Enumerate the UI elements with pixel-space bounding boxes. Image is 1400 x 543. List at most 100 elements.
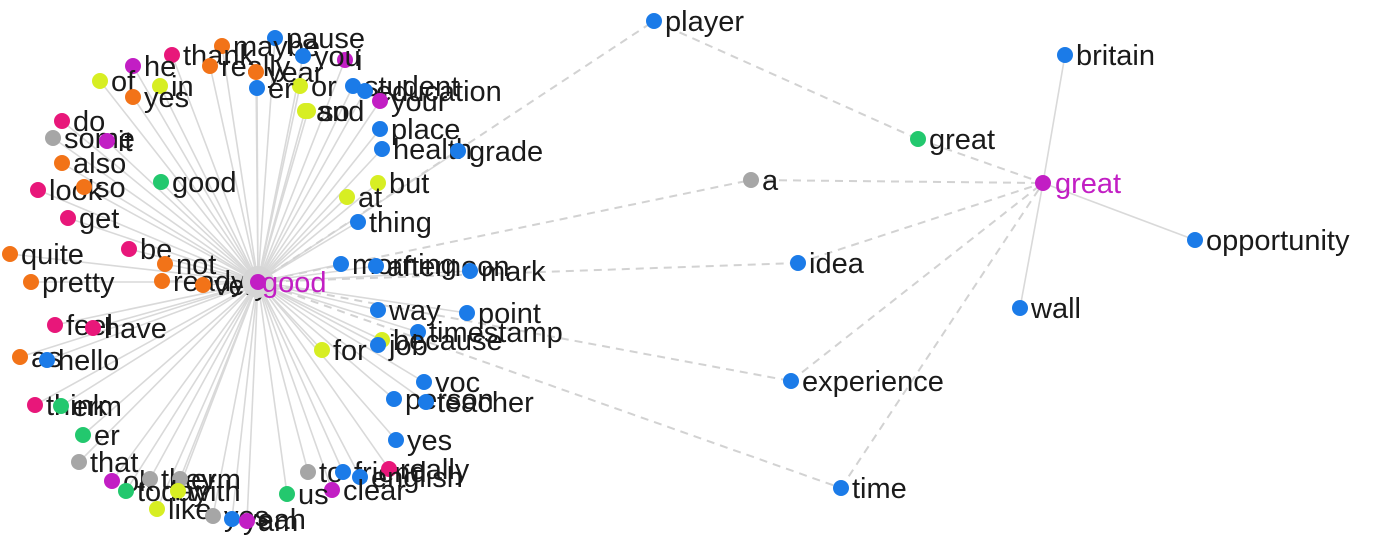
- word-node-thing: thing: [350, 207, 432, 239]
- node-dot: [292, 78, 308, 94]
- edge-good-today: [125, 281, 259, 492]
- node-label: in: [171, 71, 194, 103]
- edge-good-look: [37, 189, 259, 283]
- edge-good-job: [257, 281, 379, 346]
- node-dot: [790, 255, 806, 271]
- edge-experience-great_hub: [790, 182, 1044, 382]
- word-node-i: i: [337, 45, 362, 77]
- word-node-at: at: [339, 182, 382, 214]
- word-node-have: have: [85, 313, 167, 345]
- word-node-thank: thank: [164, 40, 254, 72]
- word-node-and: and: [297, 96, 364, 128]
- word-node-teacher: teacher: [418, 387, 534, 419]
- edge-good-some: [52, 137, 259, 283]
- node-label: because: [393, 325, 503, 357]
- word-node-pretty: pretty: [23, 267, 115, 299]
- word-node-voc: voc: [416, 367, 480, 399]
- edge-idea-great_hub: [797, 182, 1044, 264]
- node-dot: [125, 89, 141, 105]
- node-label: really: [400, 454, 470, 486]
- node-dot: [388, 432, 404, 448]
- edge-good-yes3: [212, 281, 259, 517]
- node-label: also: [73, 148, 126, 180]
- node-label: us: [298, 479, 329, 511]
- node-dot: [416, 374, 432, 390]
- hub-dot: [1035, 175, 1051, 191]
- word-node-britain: britain: [1057, 40, 1155, 72]
- word-node-timestamp: timestamp: [410, 317, 563, 349]
- edge-time-great_hub: [840, 182, 1044, 489]
- node-label: have: [104, 313, 167, 345]
- edge-good-timestamp: [257, 281, 419, 333]
- node-dot: [1057, 47, 1073, 63]
- node-dot: [54, 155, 70, 171]
- node-label: not: [176, 249, 216, 281]
- edge-good-with: [177, 281, 259, 492]
- node-label: voc: [435, 367, 480, 399]
- node-dot: [910, 131, 926, 147]
- edge-good-er2: [82, 281, 259, 436]
- hub-node-great_hub: great: [1035, 168, 1121, 200]
- edge-good-it: [106, 140, 259, 283]
- edge-good-friend: [257, 281, 344, 473]
- edge-great_hub-britain: [1042, 54, 1066, 184]
- word-node-year: year: [248, 57, 324, 89]
- edge-good-because: [257, 281, 383, 341]
- node-dot: [279, 486, 295, 502]
- node-dot: [214, 38, 230, 54]
- edge-good-ok: [111, 281, 259, 482]
- edge-good-like: [156, 281, 259, 510]
- edge-good-voc: [257, 281, 425, 383]
- node-label: point: [478, 298, 541, 330]
- node-label: thing: [369, 207, 432, 239]
- node-dot: [1012, 300, 1028, 316]
- node-dot: [372, 121, 388, 137]
- word-node-also: also: [54, 148, 126, 180]
- node-dot: [153, 174, 169, 190]
- node-dot: [335, 464, 351, 480]
- edge-good-have: [92, 281, 259, 329]
- edge-good-yes2: [257, 281, 397, 441]
- word-node-quite: quite: [2, 239, 84, 271]
- node-label: wall: [1030, 293, 1081, 325]
- node-label: so: [319, 96, 350, 128]
- edge-good-player: [257, 20, 655, 283]
- solid-edges: [9, 37, 1196, 522]
- edge-good-health: [257, 148, 383, 283]
- node-dot: [386, 391, 402, 407]
- node-label: education: [376, 76, 502, 108]
- node-label: it: [118, 126, 133, 158]
- node-dot: [172, 471, 188, 487]
- node-dot: [99, 133, 115, 149]
- node-dot: [462, 263, 478, 279]
- node-label: yes: [407, 425, 452, 457]
- node-dot: [76, 179, 92, 195]
- node-label: am: [258, 506, 298, 538]
- word-node-a: a: [743, 165, 779, 197]
- word-node-er2: er: [75, 420, 120, 452]
- node-label: opportunity: [1206, 225, 1350, 257]
- node-dot: [357, 83, 373, 99]
- node-dot: [337, 52, 353, 68]
- node-label: i: [356, 45, 362, 77]
- node-dot: [118, 483, 134, 499]
- edge-good-also: [61, 162, 259, 283]
- node-dot: [345, 78, 361, 94]
- node-label: experience: [802, 366, 944, 398]
- word-node-afternoon: afternoon: [368, 251, 510, 283]
- edge-good-maybe: [221, 45, 259, 283]
- node-label: teacher: [437, 387, 534, 419]
- word-node-erm: erm: [53, 391, 122, 423]
- node-dot: [75, 427, 91, 443]
- node-dot: [370, 302, 386, 318]
- node-dot: [53, 398, 69, 414]
- edge-good-erm: [60, 281, 259, 407]
- node-dot: [783, 373, 799, 389]
- node-dot: [60, 210, 76, 226]
- edge-good-really: [209, 65, 259, 283]
- node-label: with: [188, 476, 241, 508]
- node-label: hello: [58, 345, 119, 377]
- word-node-you: you: [295, 41, 361, 73]
- node-label: erm: [72, 391, 122, 423]
